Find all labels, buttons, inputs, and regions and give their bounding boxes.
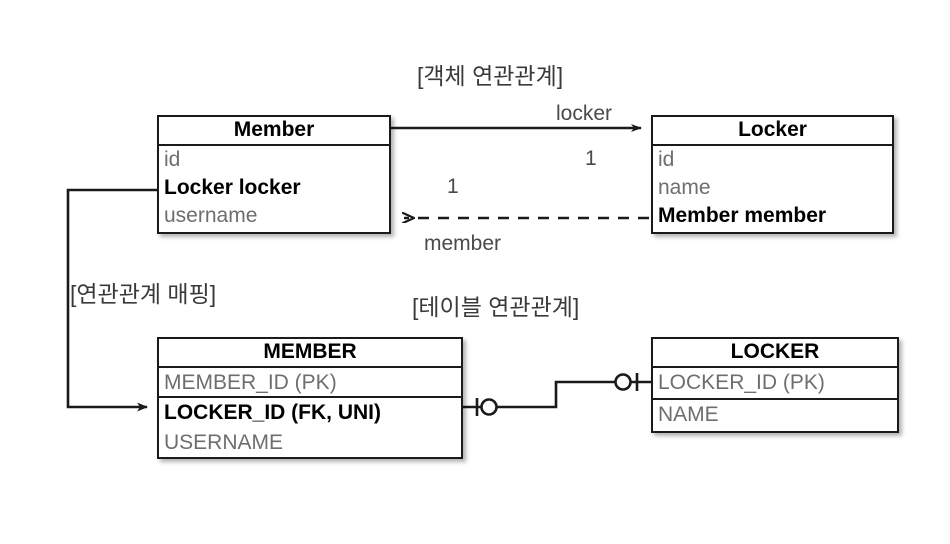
table-member-title: MEMBER [159, 339, 461, 368]
table-locker: LOCKER LOCKER_ID (PK) NAME [651, 337, 899, 433]
table-member-column-locker-id: LOCKER_ID (FK, UNI) [164, 401, 381, 424]
entity-member-field-id: id [164, 148, 181, 171]
table-member-column-username: USERNAME [164, 431, 284, 454]
caption-association-mapping: [연관관계 매핑] [70, 281, 217, 307]
entity-locker-field-name: name [658, 176, 711, 199]
entity-locker-field-id: id [658, 148, 675, 171]
entity-member-fields: id Locker locker username [159, 146, 389, 230]
table-locker-columns: LOCKER_ID (PK) NAME [653, 368, 897, 432]
entity-member-title: Member [159, 117, 389, 146]
entity-locker-field-member: Member member [658, 204, 827, 227]
edge-label-locker-cardinality: 1 [585, 147, 597, 170]
table-locker-column-locker-id: LOCKER_ID (PK) [653, 368, 897, 400]
entity-locker-title: Locker [653, 117, 892, 146]
caption-table-association: [테이블 연관관계] [412, 294, 580, 320]
entity-member-field-locker: Locker locker [164, 176, 301, 199]
edge-label-member: member [424, 232, 502, 255]
entity-locker: Locker id name Member member [651, 115, 894, 234]
entity-member-field-username: username [164, 204, 258, 227]
edge-label-member-cardinality: 1 [447, 175, 459, 198]
edge-member-table-to-locker-table [463, 373, 651, 416]
table-locker-column-name: NAME [658, 403, 719, 426]
entity-locker-fields: id name Member member [653, 146, 892, 230]
table-member-columns: MEMBER_ID (PK) LOCKER_ID (FK, UNI) USERN… [159, 368, 461, 458]
table-locker-title: LOCKER [653, 339, 897, 368]
table-member: MEMBER MEMBER_ID (PK) LOCKER_ID (FK, UNI… [157, 337, 463, 459]
entity-member: Member id Locker locker username [157, 115, 391, 234]
edge-label-locker: locker [556, 102, 613, 125]
caption-object-association: [객체 연관관계] [417, 63, 564, 89]
table-member-column-member-id: MEMBER_ID (PK) [159, 368, 461, 398]
